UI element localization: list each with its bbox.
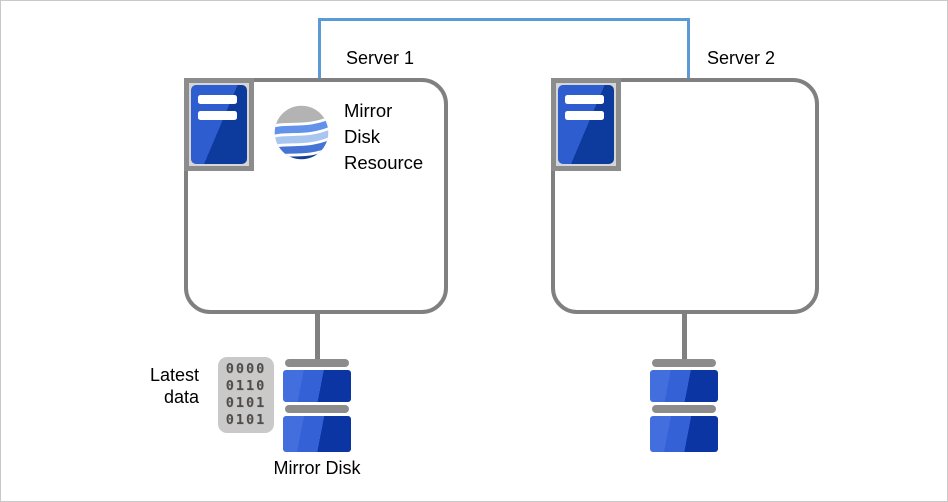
- server1-disk-connector: [315, 310, 320, 359]
- server-tower-body: [191, 85, 247, 164]
- disk-cap-bar: [652, 359, 716, 367]
- server-tower-body: [558, 85, 614, 164]
- wave-band-blue-light: [274, 125, 329, 149]
- server-slot-bar: [198, 111, 237, 120]
- binary-row: 0101: [225, 395, 267, 411]
- mirror-disk-resource-label: Mirror Disk Resource: [344, 100, 424, 173]
- mirror-disk-label: Mirror Disk: [273, 458, 361, 478]
- binary-row: 0101: [225, 412, 267, 428]
- disk-cap-bar: [285, 359, 349, 367]
- binary-row: 0110: [225, 378, 267, 394]
- disk-platter: [283, 416, 351, 452]
- mirror-disk-resource-icon: [274, 105, 329, 160]
- wave-gap: [274, 134, 329, 150]
- disk-cap-bar: [652, 405, 716, 413]
- disk-platter: [283, 370, 351, 402]
- server1-label: Server 1: [346, 48, 415, 68]
- server2-tower-icon: [551, 78, 621, 171]
- wave-band-blue-medium: [274, 115, 329, 139]
- server-slot-bar: [565, 111, 604, 120]
- server1-tower-icon: [184, 78, 254, 171]
- server2-label: Server 2: [707, 48, 776, 68]
- disk-platter: [650, 416, 718, 452]
- server2-mirror-disk-icon: [650, 359, 718, 452]
- binary-row: 0000: [225, 361, 267, 377]
- server-slot-bar: [565, 95, 604, 104]
- wave-band-blue-strong: [274, 135, 329, 159]
- wave-band-navy: [274, 146, 329, 160]
- server2-disk-connector: [682, 310, 687, 359]
- disk-cap-bar: [285, 405, 349, 413]
- server-slot-bar: [198, 95, 237, 104]
- disk-platter: [650, 370, 718, 402]
- latest-data-label: Latest data: [149, 365, 199, 407]
- server-interconnect-line: [318, 18, 690, 81]
- binary-data-icon: 0000 0110 0101 0101: [218, 357, 274, 433]
- wave-gap: [274, 124, 329, 140]
- server1-mirror-disk-icon: [283, 359, 351, 452]
